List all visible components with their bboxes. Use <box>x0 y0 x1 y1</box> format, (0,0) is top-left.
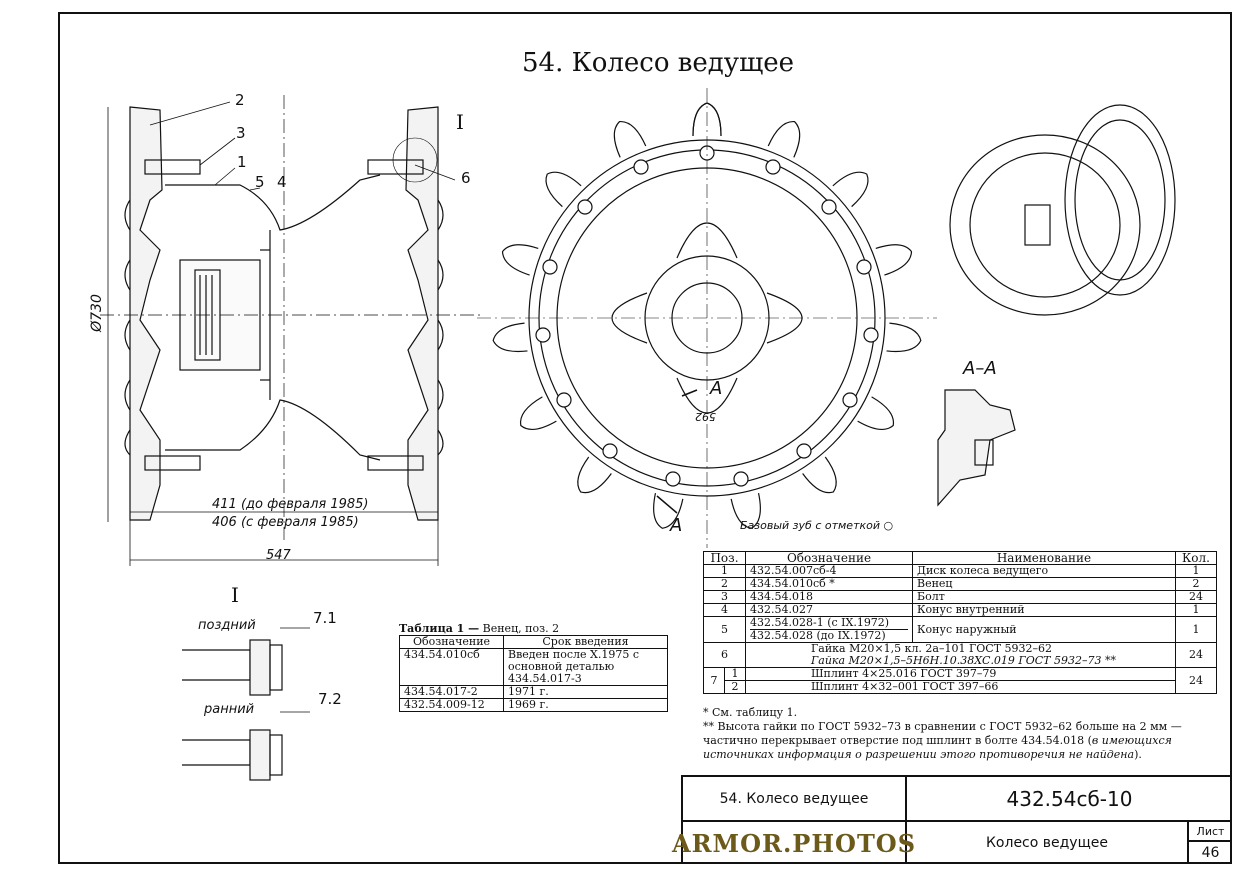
dim-406: 406 (с февраля 1985) <box>212 515 359 530</box>
section-mark-a: A <box>710 378 723 399</box>
drawing-frame <box>58 12 1232 864</box>
dim-diameter: Ø730 <box>88 294 105 332</box>
detail-i <box>182 627 310 781</box>
stamp-code: 432.54сб-10 <box>907 777 1232 822</box>
table-row: 434.54.010сб Введен после X.1975 с основ… <box>399 648 668 686</box>
table-row: 432.54.009-12 1969 г. <box>399 698 668 712</box>
dim-547: 547 <box>266 548 291 563</box>
callout-7-1: 7.1 <box>313 609 337 627</box>
table-row: 5 432.54.028-1 (с IX.1972)432.54.028 (до… <box>703 616 1217 643</box>
callout-6: 6 <box>461 169 471 187</box>
parts-header: Поз. <box>703 551 746 565</box>
section-aa <box>937 389 1016 507</box>
table-row: 434.54.017-2 1971 г. <box>399 685 668 699</box>
callout-3: 3 <box>236 124 246 142</box>
callout-1: 1 <box>237 153 247 171</box>
base-tooth-note: Базовый зуб с отметкой ○ <box>740 519 894 532</box>
title-block: 54. Колесо ведущее 432.54сб-10 ARMOR.PHO… <box>672 775 1232 864</box>
sheet-label: Лист <box>1189 822 1232 842</box>
iso-view <box>949 104 1176 316</box>
detail-early-label: ранний <box>204 702 255 717</box>
note-2: ** Высота гайки по ГОСТ 5932–73 в сравне… <box>703 720 1182 761</box>
callout-2: 2 <box>235 91 245 109</box>
page-title: 54. Колесо ведущее <box>522 48 795 78</box>
stamp-name: 54. Колесо ведущее <box>683 777 907 822</box>
front-view <box>477 88 937 548</box>
note-1: * См. таблицу 1. <box>703 706 798 719</box>
table1-header: Срок введения <box>503 635 668 649</box>
callout-7-2: 7.2 <box>318 690 342 708</box>
table1: Обозначение Срок введения 434.54.010сб В… <box>399 635 668 712</box>
parts-header: Наименование <box>912 551 1176 565</box>
section-aa-title: A–A <box>963 358 997 379</box>
stamp-name2: Колесо ведущее <box>907 822 1189 864</box>
table-row: 7 1 Шплинт 4×25.016 ГОСТ 397–79 24 <box>703 667 1217 694</box>
detail-i-title: I <box>231 583 239 607</box>
callout-4: 4 <box>277 173 287 191</box>
detail-mark-i: I <box>456 110 464 134</box>
watermark-logo: ARMOR.PHOTOS <box>672 822 915 864</box>
callout-5: 5 <box>255 173 265 191</box>
dim-592: 592 <box>695 410 716 423</box>
parts-header: Кол. <box>1175 551 1217 565</box>
sheet-number: 46 <box>1201 845 1220 861</box>
notes: * См. таблицу 1. ** Высота гайки по ГОСТ… <box>703 706 1217 762</box>
table1-caption: Таблица 1 — Венец, поз. 2 <box>399 622 560 635</box>
table1-header: Обозначение <box>399 635 504 649</box>
section-view <box>100 95 480 566</box>
section-mark-a-bottom: A <box>670 515 683 536</box>
parts-header: Обозначение <box>745 551 913 565</box>
dim-411: 411 (до февраля 1985) <box>212 497 369 512</box>
table-row: 2 Шплинт 4×32–001 ГОСТ 397–66 <box>704 680 1217 694</box>
detail-late-label: поздний <box>198 618 256 633</box>
